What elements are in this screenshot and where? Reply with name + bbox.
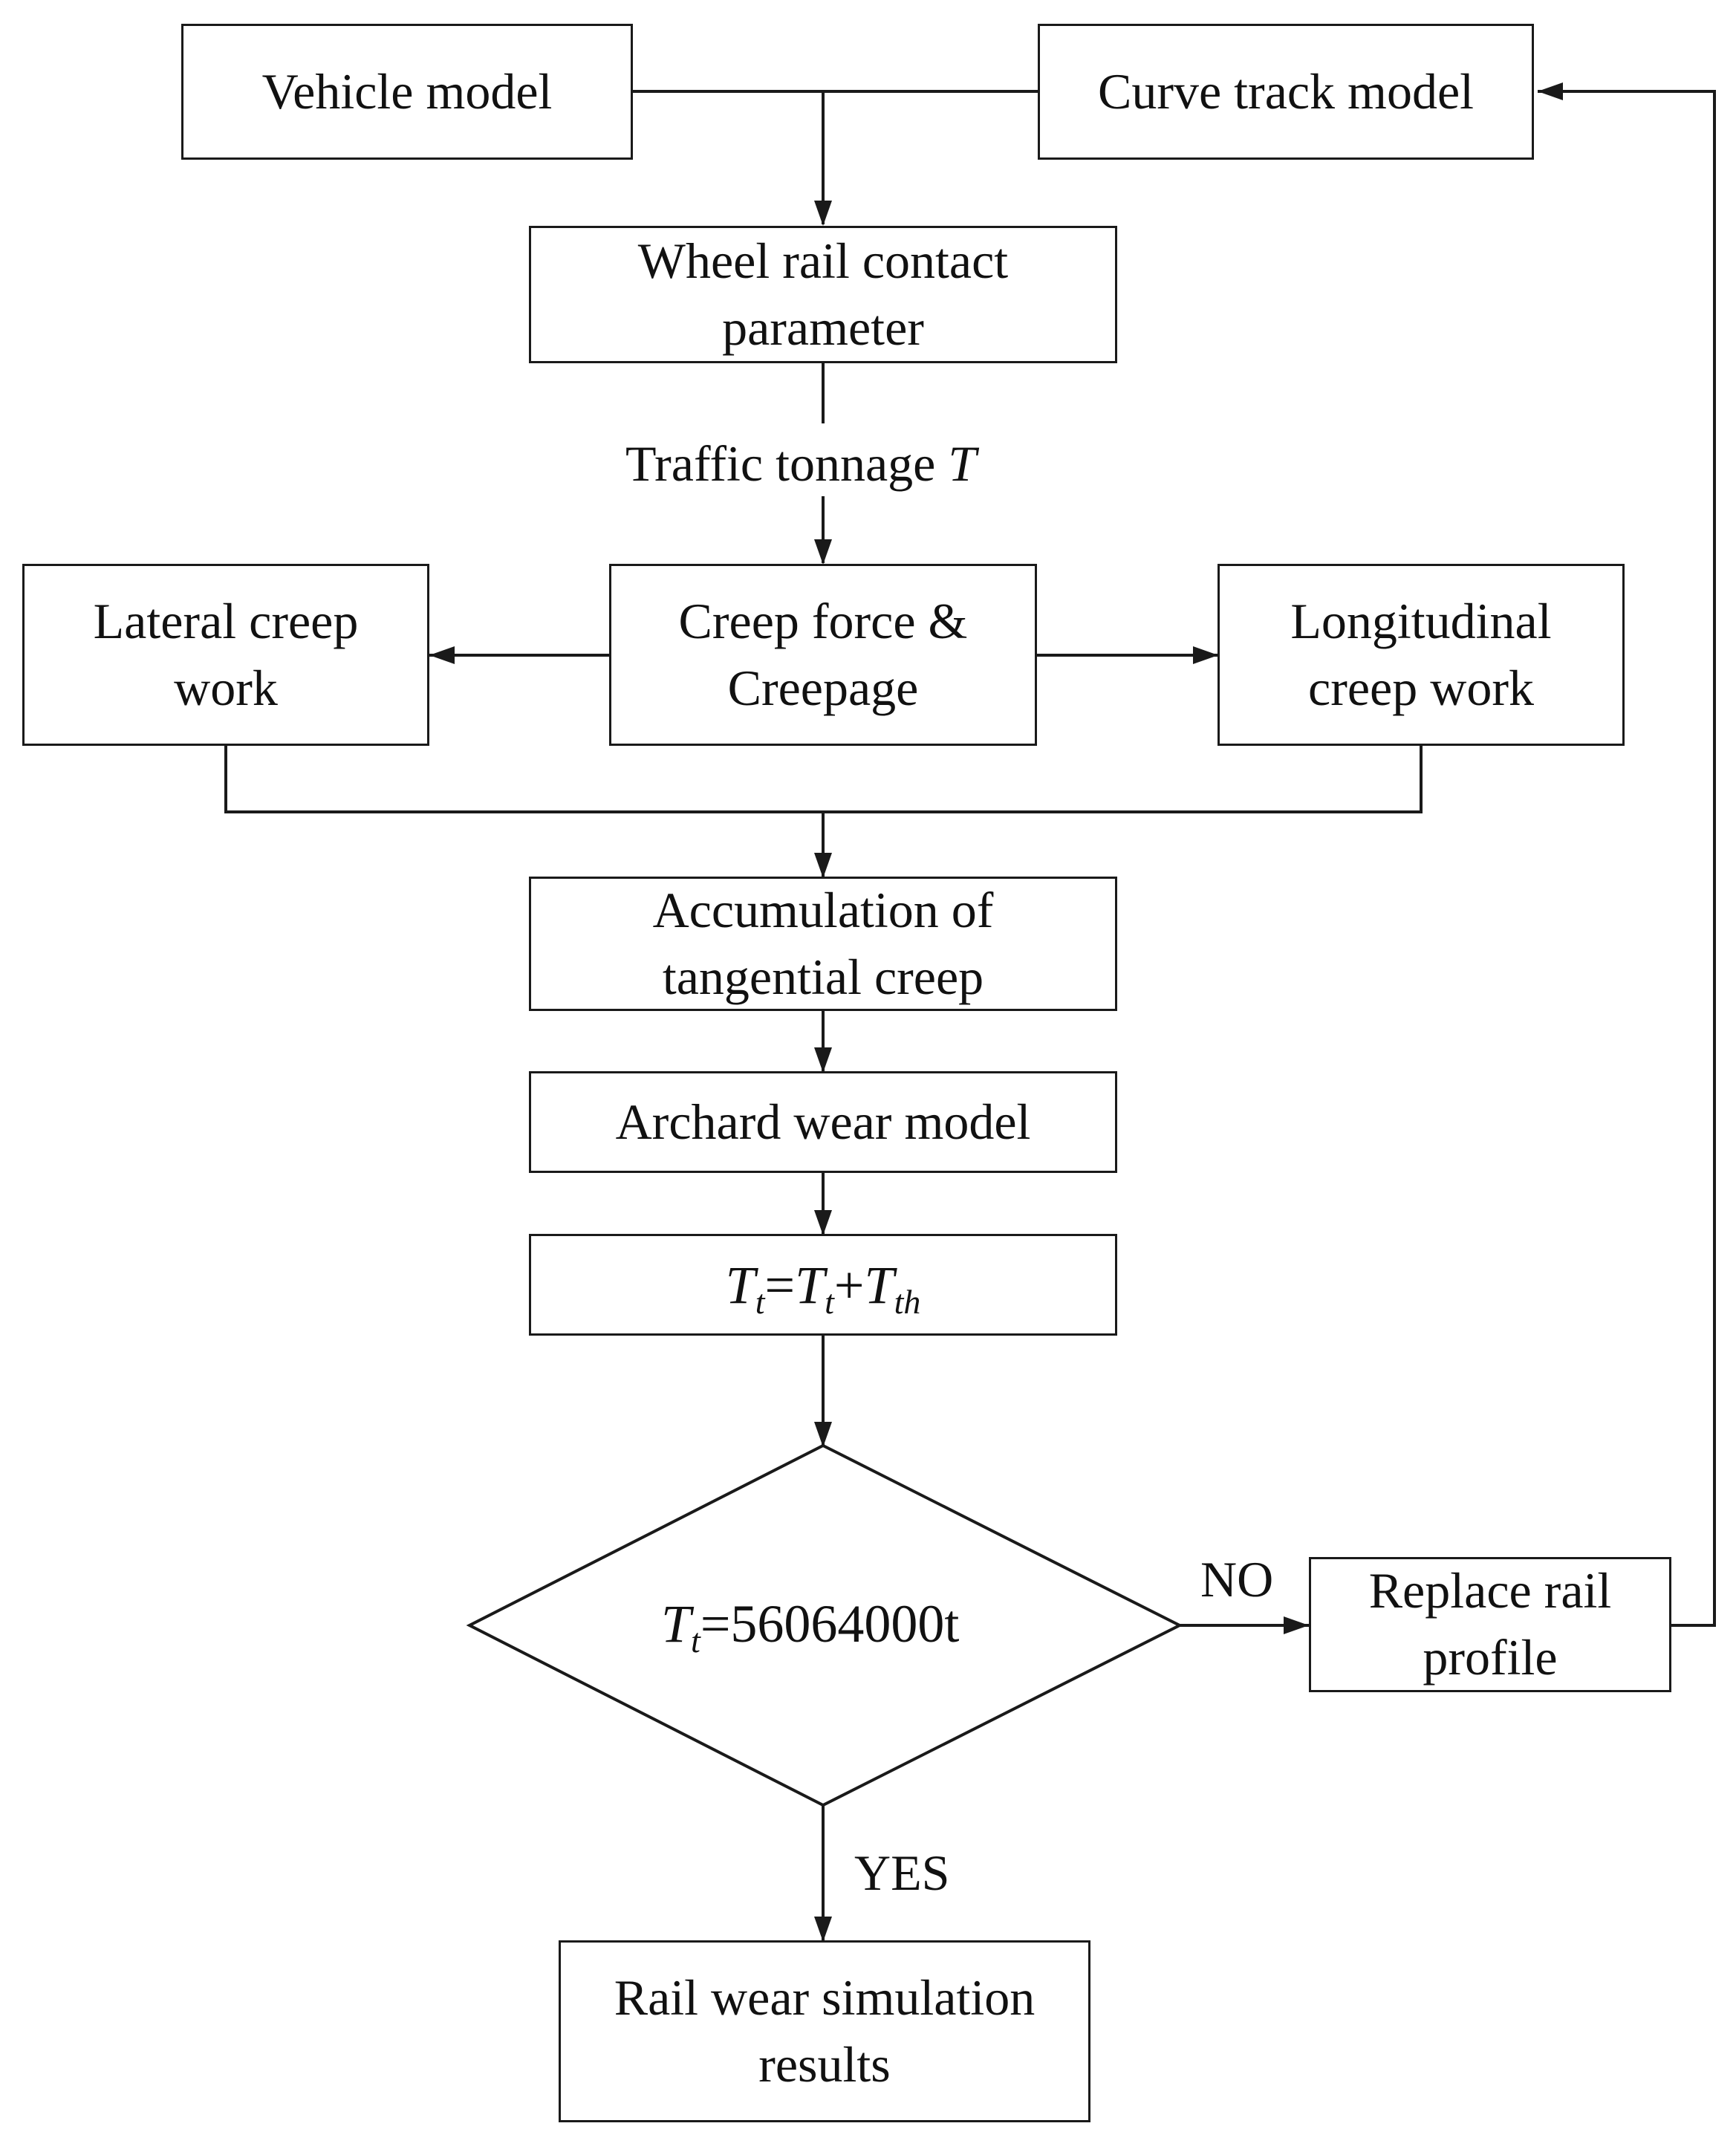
node-curve-track-model-text: Curve track model: [1097, 62, 1475, 120]
node-creep-force: Creep force & Creepage: [609, 564, 1037, 746]
node-longitudinal-line1: Longitudinal: [1290, 592, 1552, 649]
node-creep-force-line1: Creep force &: [678, 592, 968, 649]
connector-lateral-join: [224, 746, 1423, 813]
node-replace-line2: profile: [1423, 1629, 1558, 1686]
arrowhead-replace: [1284, 1616, 1309, 1634]
node-accumulation-line1: Accumulation of: [652, 881, 994, 938]
arrowheads: [429, 82, 1563, 1942]
arrowhead-creep-force: [814, 539, 832, 565]
label-no: NO: [1200, 1551, 1274, 1608]
decision-diamond: [466, 1443, 1183, 1807]
node-replace-rail-profile: Replace rail profile: [1309, 1557, 1671, 1692]
traffic-tonnage-text: Traffic tonnage: [625, 435, 949, 492]
update-t2: t: [825, 1282, 834, 1321]
decision-value: =56064000t: [700, 1594, 960, 1654]
traffic-tonnage-symbol: T: [948, 435, 977, 492]
label-yes: YES: [854, 1844, 950, 1901]
update-eq: =: [764, 1255, 796, 1315]
arrowhead-results: [814, 1917, 832, 1942]
node-lateral-line1: Lateral creep: [93, 592, 359, 649]
decision-t: t: [691, 1622, 700, 1660]
traffic-tonnage-label: Traffic tonnage T: [625, 438, 976, 489]
arrowhead-accumulation: [814, 853, 832, 878]
node-longitudinal-creep-work: Longitudinal creep work: [1218, 564, 1625, 746]
arrowhead-archard: [814, 1047, 832, 1073]
arrow-feedback-to-track: [1538, 90, 1716, 1627]
node-wheel-rail-line1: Wheel rail contact: [637, 232, 1009, 289]
arrowhead-update: [814, 1210, 832, 1235]
update-th: th: [894, 1282, 921, 1321]
arrowhead-lateral: [429, 646, 455, 664]
update-T1: T: [725, 1255, 755, 1315]
node-wheel-rail-line2: parameter: [722, 299, 924, 356]
arrowhead-decision: [814, 1422, 832, 1447]
decision-T: T: [661, 1594, 692, 1654]
update-t1: t: [755, 1282, 765, 1321]
node-vehicle-model-text: Vehicle model: [261, 62, 553, 120]
update-T3: T: [864, 1255, 894, 1315]
node-vehicle-model: Vehicle model: [181, 24, 633, 160]
node-replace-line1: Replace rail: [1368, 1562, 1612, 1619]
node-results: Rail wear simulation results: [559, 1940, 1090, 2122]
update-plus: +: [833, 1255, 865, 1315]
node-lateral-line2: work: [174, 659, 278, 716]
node-longitudinal-line2: creep work: [1308, 659, 1534, 716]
node-archard: Archard wear model: [529, 1071, 1117, 1173]
decision-text: Tt=56064000t: [661, 1594, 960, 1658]
update-formula: Tt=Tt+Tth: [725, 1255, 921, 1319]
arrowhead-track: [1538, 82, 1563, 100]
node-lateral-creep-work: Lateral creep work: [22, 564, 429, 746]
arrowhead-wheel-rail: [814, 201, 832, 226]
node-wheel-rail-contact: Wheel rail contact parameter: [529, 226, 1117, 363]
node-archard-text: Archard wear model: [615, 1093, 1031, 1150]
node-creep-force-line2: Creepage: [727, 659, 919, 716]
arrowhead-longitudinal: [1193, 646, 1218, 664]
node-curve-track-model: Curve track model: [1038, 24, 1534, 160]
update-T2: T: [795, 1255, 825, 1315]
node-accumulation: Accumulation of tangential creep: [529, 877, 1117, 1011]
node-results-line1: Rail wear simulation: [614, 1969, 1036, 2026]
node-update-tonnage: Tt=Tt+Tth: [529, 1234, 1117, 1336]
node-results-line2: results: [758, 2035, 891, 2093]
node-accumulation-line2: tangential creep: [662, 948, 984, 1005]
